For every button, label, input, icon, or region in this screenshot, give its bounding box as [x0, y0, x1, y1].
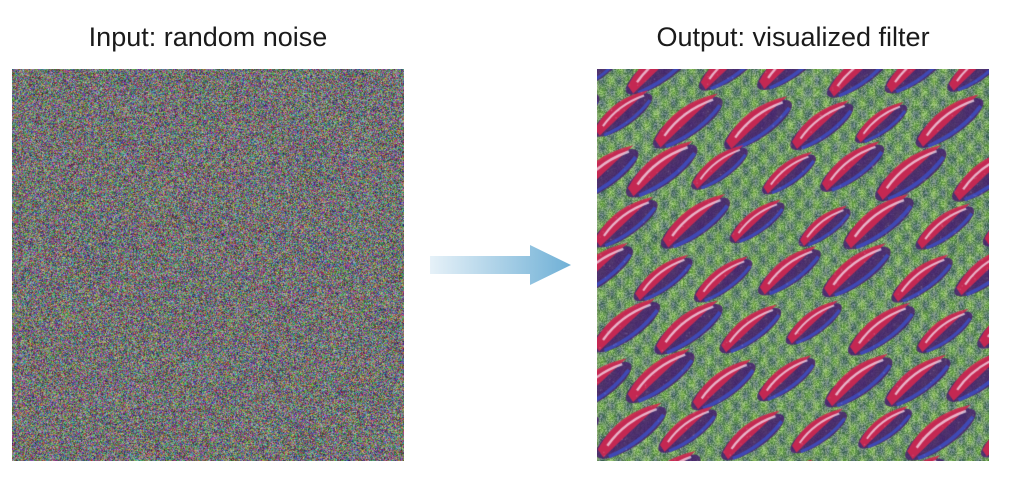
- arrow-shape: [430, 245, 571, 285]
- filter-canvas: [597, 69, 989, 461]
- input-noise-image: [12, 69, 404, 461]
- noise-canvas: [12, 69, 404, 461]
- output-filter-image: [597, 69, 989, 461]
- input-caption: Input: random noise: [88, 22, 328, 52]
- output-caption: Output: visualized filter: [656, 22, 930, 52]
- arrow-right-icon: [430, 245, 571, 285]
